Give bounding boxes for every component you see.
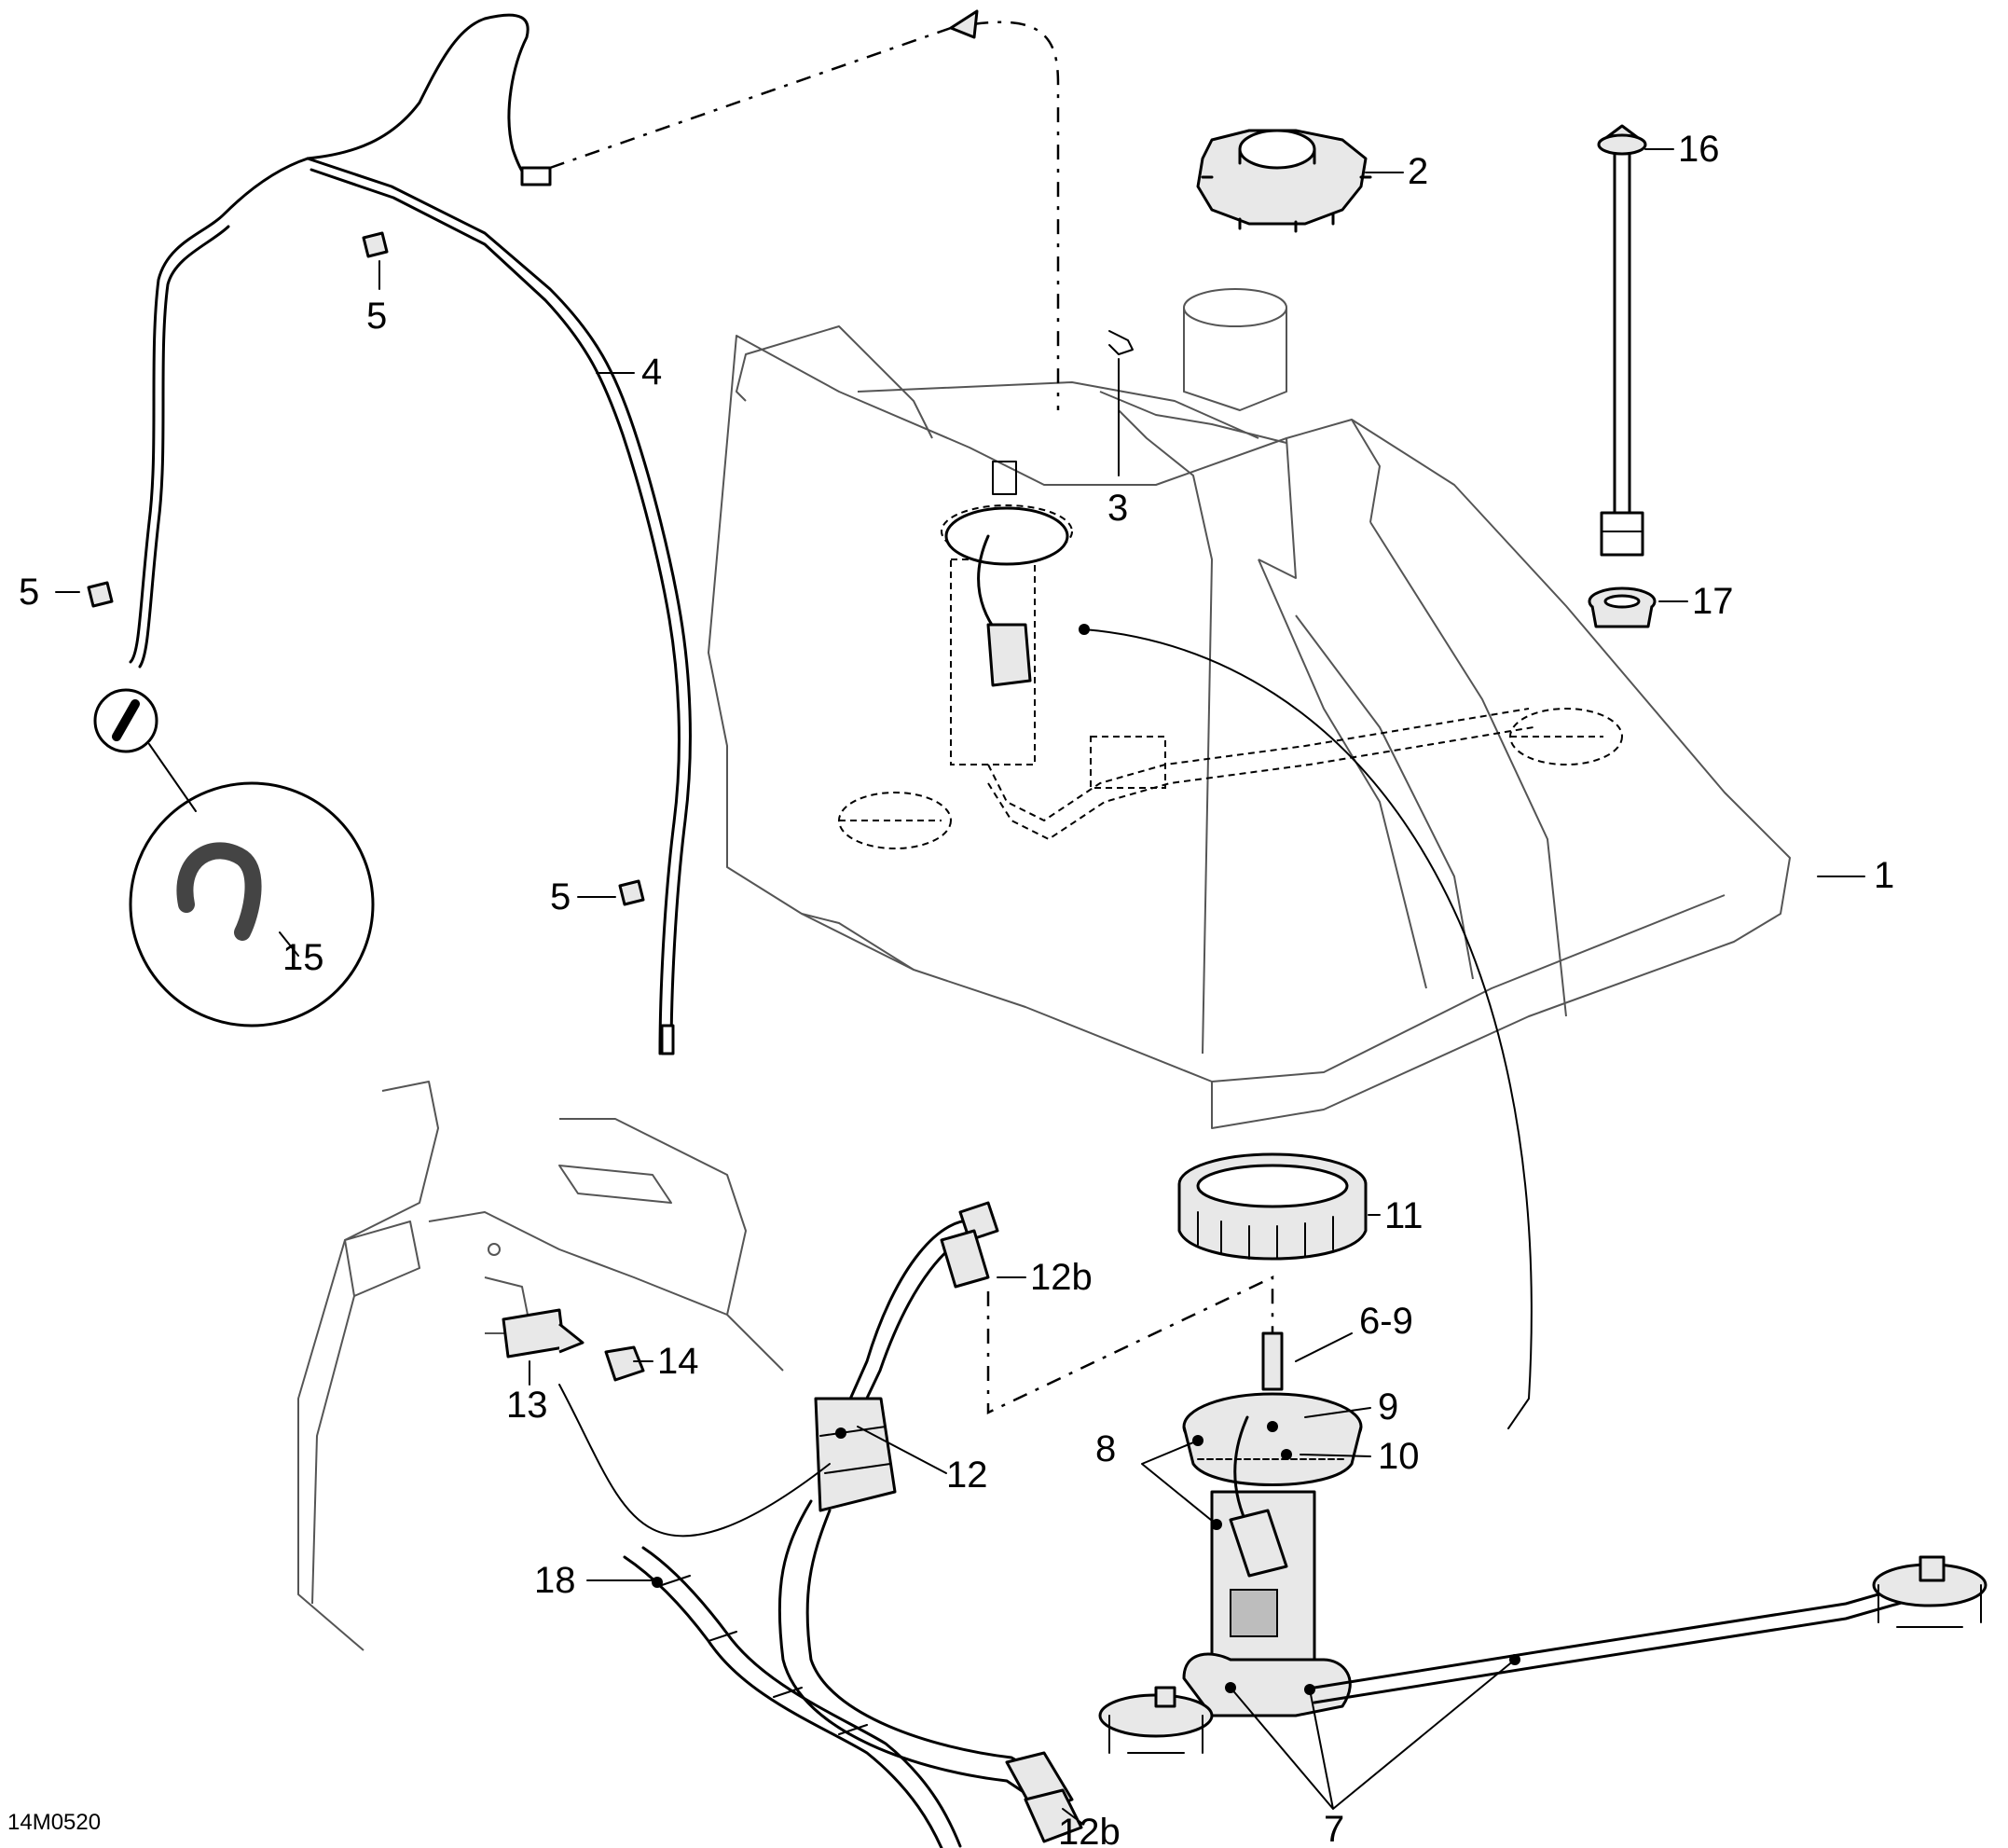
callout-5-bottom: 5 (550, 876, 571, 917)
hose-clamp (502, 1308, 645, 1382)
fuel-level-sensor (1597, 124, 1647, 557)
callout-8: 8 (1095, 1428, 1116, 1469)
callout-15: 15 (282, 937, 324, 978)
fuel-hose-to-filter (846, 1201, 999, 1410)
locking-ring (1177, 1152, 1368, 1261)
callout-4: 4 (641, 352, 662, 393)
callout-9: 9 (1378, 1386, 1398, 1427)
hose-routing-line (549, 21, 1060, 410)
hose-clips (87, 231, 645, 906)
callout-10: 10 (1378, 1436, 1420, 1477)
callout-7: 7 (1324, 1809, 1344, 1848)
fuel-supply-hose (777, 1499, 1083, 1843)
callout-5-top: 5 (366, 296, 387, 337)
hose-detail-view (93, 688, 375, 1027)
arrow-head-icon (949, 9, 979, 39)
callout-14: 14 (657, 1341, 699, 1382)
callout-13: 13 (506, 1385, 548, 1426)
leader-lines (55, 148, 1865, 1824)
drain-hose (623, 1546, 962, 1848)
rubber-grommet (1588, 586, 1657, 628)
callout-5-left: 5 (19, 572, 39, 613)
fuel-tank (708, 288, 1791, 1429)
callout-16: 16 (1678, 129, 1720, 170)
callout-12: 12 (946, 1455, 988, 1496)
vent-hose (129, 13, 692, 1055)
callout-12b-bottom: 12b (1058, 1812, 1121, 1848)
callout-2: 2 (1408, 151, 1428, 192)
callout-12b-top: 12b (1030, 1257, 1093, 1298)
callout-3: 3 (1107, 488, 1128, 529)
fuel-cap (1196, 129, 1372, 233)
callout-11: 11 (1384, 1195, 1423, 1236)
callout-1: 1 (1874, 855, 1894, 896)
callout-labels: 1 2 3 4 5 5 5 6-9 7 8 9 10 11 12 12b 12b… (7, 129, 1894, 1848)
fuel-filter (814, 1397, 897, 1512)
drawing-code: 14M0520 (7, 1810, 101, 1835)
callout-18: 18 (534, 1560, 576, 1601)
callout-17: 17 (1692, 581, 1734, 622)
vehicle-frame (297, 1081, 784, 1651)
fuel-pump-module (1098, 1331, 1987, 1754)
clamp-routing-line (558, 1384, 831, 1538)
callout-6-9: 6-9 (1359, 1301, 1413, 1342)
